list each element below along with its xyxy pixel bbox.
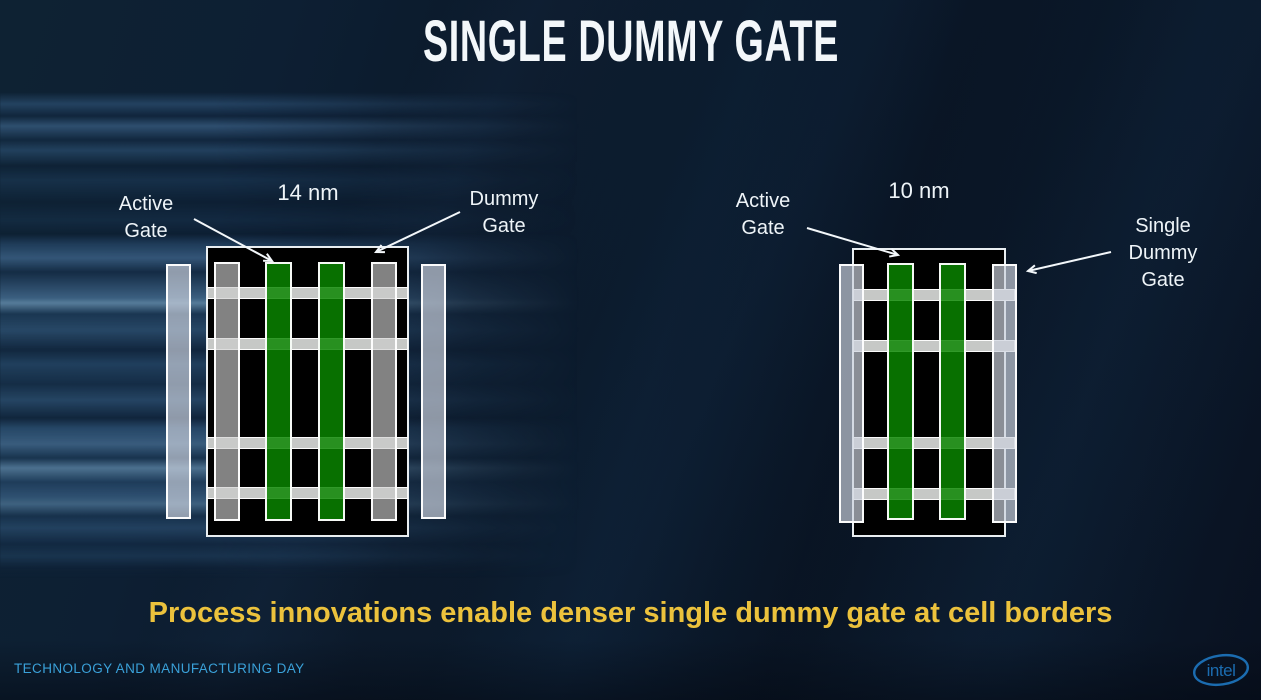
dummy-gate-bar (371, 262, 397, 521)
active-gate-bar (887, 263, 914, 520)
annotation-dummy-gate-left: Dummy Gate (444, 186, 564, 240)
annotation-line: Dummy (469, 188, 539, 210)
active-gate-bar (265, 262, 292, 521)
dummy-gate-bar (214, 262, 240, 521)
process-label-10nm: 10 nm (888, 178, 950, 203)
active-gate-bar (939, 263, 966, 520)
single-dummy-gate-bar (839, 264, 864, 523)
arrow-single-dummy-gate (1025, 251, 1112, 275)
intel-logo: intel (1192, 653, 1250, 687)
annotation-line: Dummy (1128, 242, 1198, 264)
annotation-line: Gate (741, 217, 785, 239)
slide-title: SINGLE DUMMY GATE (422, 9, 839, 74)
single-dummy-gate-bar (992, 264, 1017, 523)
fin-bar (853, 488, 1015, 500)
active-gate-bar (318, 262, 345, 521)
annotation-line: Gate (124, 220, 168, 242)
annotation-line: Gate (482, 215, 526, 237)
neighbor-cell-dummy-gate-bar (166, 264, 191, 519)
fin-bar (853, 437, 1015, 449)
fin-bar (853, 340, 1015, 352)
process-label-14nm: 14 nm (277, 180, 339, 205)
fin-bar (853, 289, 1015, 301)
annotation-active-gate-left: Active Gate (96, 191, 196, 245)
intel-logo-text: intel (1207, 661, 1236, 680)
neighbor-cell-dummy-gate-bar (421, 264, 446, 519)
annotation-line: Gate (1141, 269, 1185, 291)
annotation-active-gate-right: Active Gate (713, 188, 813, 242)
takeaway-text: Process innovations enable denser single… (148, 597, 1113, 629)
annotation-line: Active (118, 193, 174, 215)
annotation-line: Single (1135, 215, 1191, 237)
annotation-single-dummy-gate: Single Dummy Gate (1103, 213, 1223, 294)
annotation-line: Active (735, 190, 791, 212)
footer-event-name: TECHNOLOGY AND MANUFACTURING DAY (14, 661, 305, 676)
